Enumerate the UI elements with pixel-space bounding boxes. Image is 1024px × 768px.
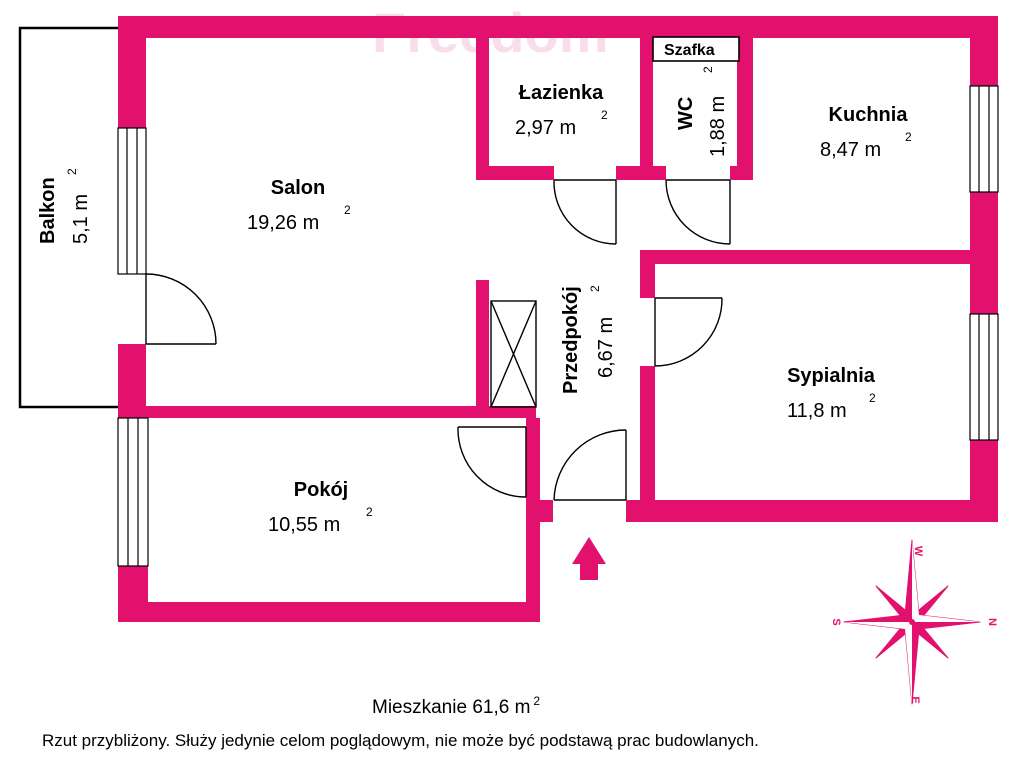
compass-e: E (909, 696, 921, 703)
doors (145, 179, 731, 501)
room-area-balkon: 5,1 m (70, 194, 92, 244)
door-pokoj (457, 426, 527, 498)
label-przedpokoj: Przedpokój 6,67 m 2 (560, 285, 617, 394)
label-balkon: Balkon 5,1 m 2 (37, 168, 92, 244)
room-area-sup-wc: 2 (701, 66, 715, 73)
total-area-sup: 2 (533, 694, 541, 708)
window-sypialnia (969, 313, 999, 441)
door-lazienka (553, 179, 617, 245)
hallway-cabinet (490, 300, 537, 408)
room-area-sup-pokoj: 2 (366, 505, 373, 519)
windows (117, 85, 999, 567)
label-sypialnia: Sypialnia 11,8 m 2 (787, 365, 876, 422)
room-area-sup-lazienka: 2 (601, 108, 608, 122)
door-entrance (553, 429, 627, 501)
compass-s: S (830, 618, 842, 625)
room-area-lazienka: 2,97 m (515, 117, 576, 139)
room-name-pokoj: Pokój (294, 479, 348, 501)
room-area-sup-kuchnia: 2 (905, 130, 912, 144)
room-area-pokoj: 10,55 m (268, 514, 340, 536)
window-salon (117, 127, 147, 275)
szafka-label: Szafka (664, 42, 715, 59)
room-name-wc: WC (675, 97, 697, 130)
room-area-kuchnia: 8,47 m (820, 139, 881, 161)
room-name-kuchnia: Kuchnia (829, 104, 909, 126)
room-name-balkon: Balkon (37, 177, 59, 244)
room-name-sypialnia: Sypialnia (787, 365, 876, 387)
compass-n: N (986, 618, 998, 626)
szafka-box: Szafka (652, 36, 740, 62)
room-name-przedpokoj: Przedpokój (560, 286, 582, 394)
balcony-outline (18, 26, 118, 409)
compass-w: W (912, 546, 924, 557)
room-area-sup-salon: 2 (344, 203, 351, 217)
door-wc (665, 179, 731, 245)
door-balcony (145, 273, 217, 345)
room-name-salon: Salon (271, 177, 325, 199)
room-area-sup-sypialnia: 2 (869, 391, 876, 405)
disclaimer-text: Rzut przybliżony. Służy jedynie celom po… (42, 731, 759, 750)
room-area-wc: 1,88 m (707, 96, 729, 157)
entrance-arrow-icon (572, 537, 606, 580)
room-area-salon: 19,26 m (247, 212, 319, 234)
label-kuchnia: Kuchnia 8,47 m 2 (820, 104, 912, 161)
label-salon: Salon 19,26 m 2 (247, 177, 351, 234)
room-area-sup-przedpokoj: 2 (588, 285, 602, 292)
room-area-sypialnia: 11,8 m (787, 400, 847, 422)
room-name-lazienka: Łazienka (519, 82, 604, 104)
room-area-przedpokoj: 6,67 m (595, 317, 617, 378)
door-sypialnia (654, 297, 723, 367)
compass-rose-icon: W E S N (830, 539, 998, 705)
room-area-sup-balkon: 2 (65, 168, 79, 175)
window-pokoj (117, 417, 149, 567)
window-kuchnia (969, 85, 999, 193)
total-area-label: Mieszkanie 61,6 m (372, 697, 531, 718)
label-wc: WC 1,88 m 2 (675, 66, 729, 157)
label-pokoj: Pokój 10,55 m 2 (268, 479, 373, 536)
label-lazienka: Łazienka 2,97 m 2 (515, 82, 608, 139)
